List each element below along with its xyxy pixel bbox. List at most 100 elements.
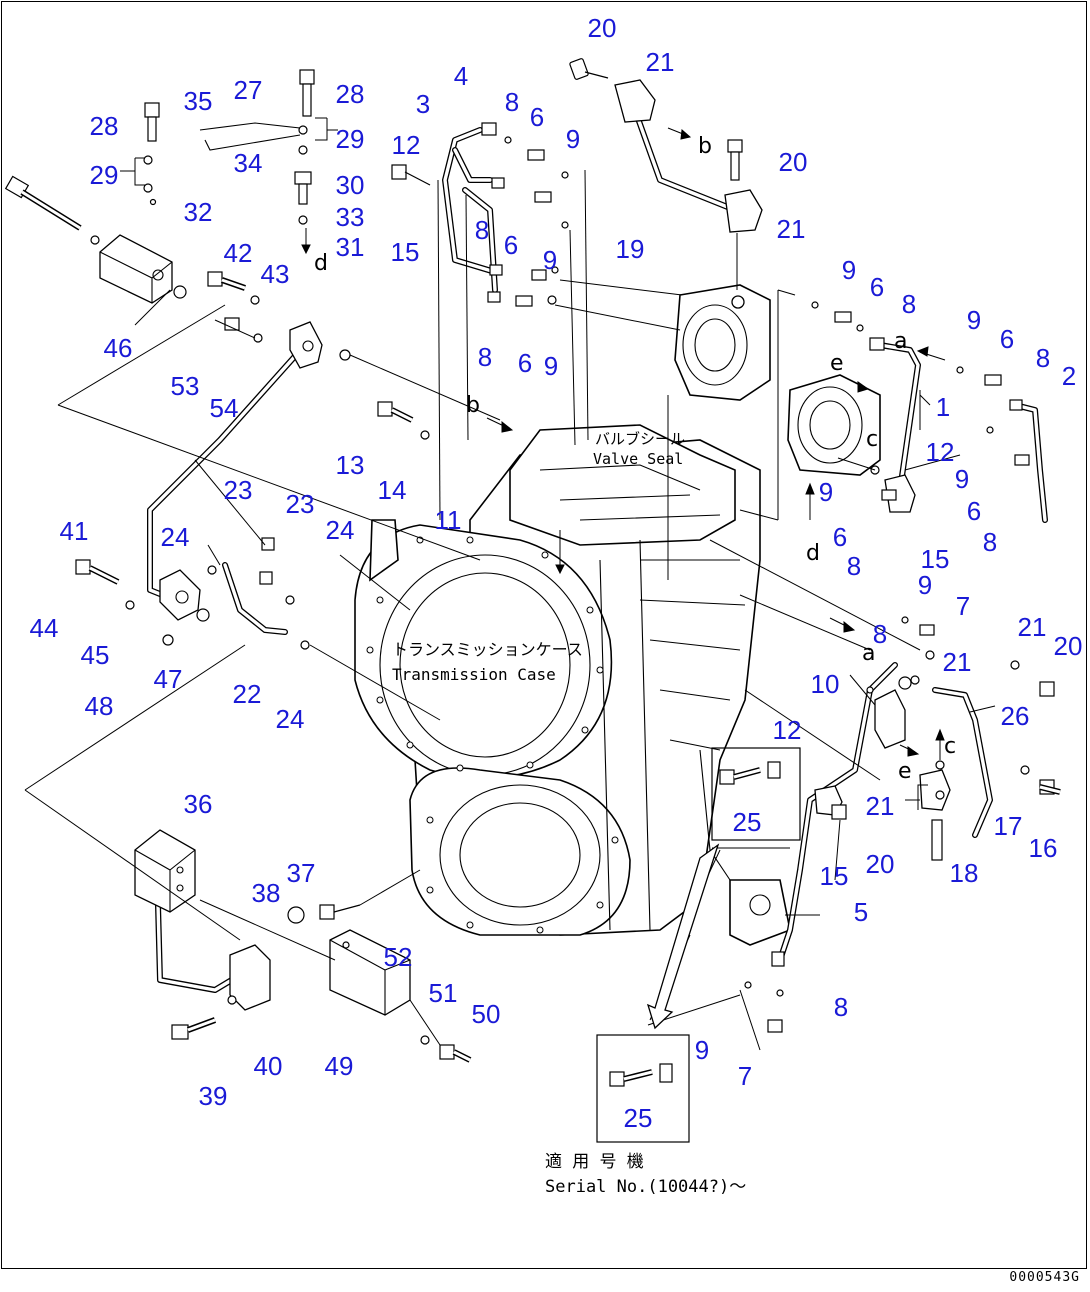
clip-21-right <box>724 189 763 233</box>
clip-21-upper <box>614 79 656 123</box>
inset-box-upper <box>711 747 801 841</box>
tube-27 <box>199 122 301 151</box>
inset-box-lower <box>596 1034 690 1143</box>
callout-9: 9 <box>967 305 981 335</box>
callout-27: 27 <box>234 75 263 105</box>
callout-9: 9 <box>544 351 558 381</box>
callout-30: 30 <box>336 170 365 200</box>
pipe-22 <box>222 562 288 635</box>
pipe-19 <box>632 107 738 213</box>
callout-9: 9 <box>918 570 932 600</box>
callout-32: 32 <box>184 197 213 227</box>
cover-plate-lower <box>787 374 881 476</box>
callout-28: 28 <box>336 79 365 109</box>
callout-6: 6 <box>530 102 544 132</box>
callout-6: 6 <box>833 522 847 552</box>
callout-16: 16 <box>1029 833 1058 863</box>
callout-38: 38 <box>252 878 281 908</box>
callout-15: 15 <box>391 237 420 267</box>
callout-11: 11 <box>435 505 462 535</box>
cover-plate-upper <box>674 284 771 401</box>
callout-45: 45 <box>81 640 110 670</box>
callout-14: 14 <box>378 475 407 505</box>
leader-lines <box>24 117 996 1051</box>
ref-letter-d-lower: d <box>806 541 820 566</box>
callout-8: 8 <box>847 551 861 581</box>
pipe-3-4 <box>442 127 498 293</box>
callout-4: 4 <box>454 61 468 91</box>
callout-21: 21 <box>646 47 675 77</box>
serial-label-jp: 適 用 号 機 <box>545 1152 644 1172</box>
pipe-36-lower <box>155 902 243 993</box>
callout-12: 12 <box>392 130 421 160</box>
callout-24: 24 <box>276 704 305 734</box>
callout-6: 6 <box>1000 324 1014 354</box>
valve-seal-label-jp: バルブシール <box>595 430 685 448</box>
callout-3: 3 <box>416 89 430 119</box>
clamp-12-right <box>884 474 916 513</box>
ref-letter-e-lower: e <box>898 759 912 784</box>
callout-29: 29 <box>90 160 119 190</box>
callout-29: 29 <box>336 124 365 154</box>
callout-8: 8 <box>505 87 519 117</box>
callout-6: 6 <box>518 348 532 378</box>
callout-26: 26 <box>1001 701 1030 731</box>
callout-44: 44 <box>30 613 59 643</box>
callout-21: 21 <box>777 214 806 244</box>
callout-17: 17 <box>994 811 1023 841</box>
callout-42: 42 <box>224 238 253 268</box>
callout-19: 19 <box>616 234 645 264</box>
callout-13: 13 <box>336 450 365 480</box>
pipe-2 <box>1012 402 1048 523</box>
callout-47: 47 <box>154 664 183 694</box>
callout-21: 21 <box>1018 612 1047 642</box>
callout-21: 21 <box>943 647 972 677</box>
bracket-24-left <box>159 569 201 621</box>
drawing-frame <box>1 1 1087 1269</box>
callout-34: 34 <box>234 148 263 178</box>
transmission-case <box>354 424 791 946</box>
callout-2: 2 <box>1062 361 1076 391</box>
transmission-case-label-en: Transmission Case <box>392 665 556 684</box>
clamp-10 <box>874 689 906 749</box>
annotations: バルブシール Valve Seal トランスミッションケース Transmiss… <box>392 430 746 1197</box>
callout-22: 22 <box>233 679 262 709</box>
callout-49: 49 <box>325 1051 354 1081</box>
callout-36: 36 <box>184 789 213 819</box>
callout-7: 7 <box>956 591 970 621</box>
callout-54: 54 <box>210 393 239 423</box>
ref-letter-a-lower: a <box>862 641 875 666</box>
callout-35: 35 <box>184 86 213 116</box>
callout-8: 8 <box>834 992 848 1022</box>
large-arrow <box>646 843 720 1030</box>
callout-37: 37 <box>287 858 316 888</box>
callout-43: 43 <box>261 259 290 289</box>
transmission-case-label-jp: トランスミッションケース <box>392 640 583 659</box>
callout-51: 51 <box>429 978 458 1008</box>
callout-6: 6 <box>870 272 884 302</box>
serial-number-label: Serial No.(10044?)～ <box>545 1177 746 1197</box>
drawing-number: 0000543G <box>1009 1270 1080 1285</box>
callout-6: 6 <box>967 496 981 526</box>
callout-6: 6 <box>504 230 518 260</box>
callout-21: 21 <box>866 791 895 821</box>
callout-50: 50 <box>472 999 501 1029</box>
callout-8: 8 <box>478 342 492 372</box>
callout-9: 9 <box>695 1035 709 1065</box>
ref-letter-c-upper: c <box>866 427 878 452</box>
callout-1: 1 <box>936 392 950 422</box>
ref-letter-c-lower: c <box>944 734 956 759</box>
callout-39: 39 <box>199 1081 228 1111</box>
callout-18: 18 <box>950 858 979 888</box>
callout-40: 40 <box>254 1051 283 1081</box>
callout-46: 46 <box>104 333 133 363</box>
callout-15: 15 <box>921 544 950 574</box>
callout-9: 9 <box>543 245 557 275</box>
callout-23: 23 <box>286 489 315 519</box>
ref-letter-b-lower: b <box>466 393 480 418</box>
callout-20: 20 <box>866 849 895 879</box>
callout-12: 12 <box>926 437 955 467</box>
bolts <box>4 58 1061 1087</box>
